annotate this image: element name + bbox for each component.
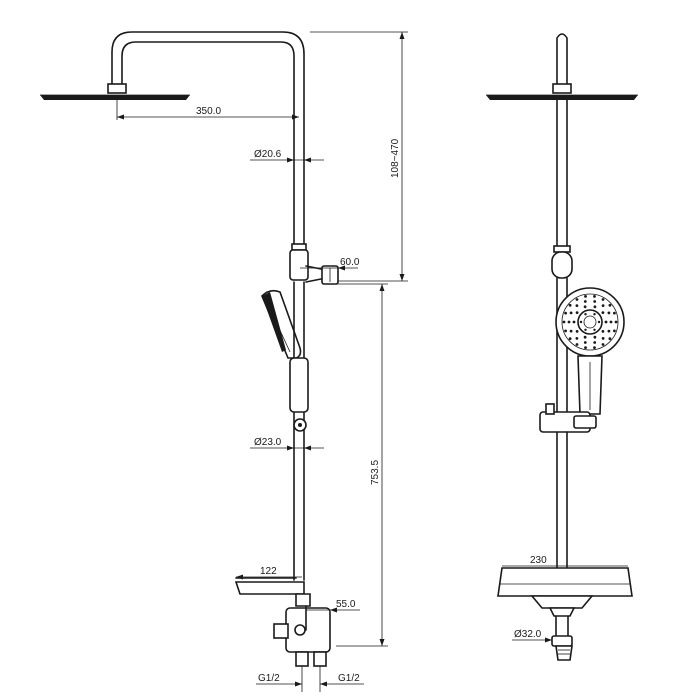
dim-label-inlet-right: G1/2: [338, 673, 360, 684]
dim-label-shelf-width: 230: [530, 555, 547, 566]
nozzle-dot: [569, 329, 573, 333]
nozzle-dot: [575, 311, 579, 314]
front-view: 230 Ø32.0: [486, 33, 638, 661]
dim-label-shelf-depth: 122: [260, 566, 277, 577]
dim-label-head-offset: 350.0: [196, 106, 221, 117]
dim-label-height-adjust: 108~470: [390, 138, 401, 178]
nozzle-dot: [607, 329, 611, 333]
nozzle-dot: [613, 329, 616, 333]
nozzle-dot: [568, 337, 572, 341]
nozzle-dot: [593, 335, 597, 339]
dim-label-pipe-lower: Ø23.0: [254, 437, 282, 448]
nozzle-dot: [614, 320, 618, 324]
nozzle-dot: [572, 320, 576, 324]
dim-label-spout-diameter: Ø32.0: [514, 629, 542, 640]
nozzle-dot: [575, 304, 579, 307]
dimension-height-adjust: 108~470: [310, 31, 408, 282]
nozzle-dot: [584, 346, 587, 349]
nozzle-dot: [579, 320, 583, 324]
nozzle-dot: [567, 320, 571, 324]
nozzle-dot: [583, 305, 587, 309]
nozzle-dot: [575, 330, 579, 333]
nozzle-dot: [583, 335, 587, 339]
nozzle-dot: [593, 328, 596, 331]
nozzle-dot: [593, 313, 596, 316]
dimension-spout-diameter: Ø32.0: [512, 629, 552, 643]
nozzle-dot: [593, 305, 597, 309]
nozzle-dot: [601, 311, 605, 314]
riser-pipe-lower: [289, 281, 309, 581]
overhead-arm: [111, 31, 305, 251]
nozzle-dot: [584, 328, 587, 331]
nozzle-dot: [564, 311, 567, 315]
nozzle-dot: [564, 329, 567, 333]
dimension-valve-projection: 55.0: [306, 599, 360, 613]
thermostatic-mixer-front: [530, 595, 594, 661]
dimension-pipe-upper: Ø20.6: [250, 149, 324, 163]
nozzle-ring: [562, 295, 618, 349]
dim-label-valve-projection: 55.0: [336, 599, 356, 610]
dim-label-slide-arm: 60.0: [340, 257, 360, 268]
nozzle-dot: [608, 303, 612, 307]
nozzle-dot: [593, 346, 596, 349]
dimension-pipe-length: 753.5: [336, 283, 388, 647]
nozzle-dot: [575, 298, 579, 301]
nozzle-dot: [583, 300, 587, 303]
nozzle-dot: [569, 311, 573, 315]
dim-label-pipe-length: 753.5: [370, 460, 381, 485]
nozzle-dot: [608, 337, 612, 341]
nozzle-dot: [601, 337, 605, 340]
hand-shower-side: [261, 289, 302, 359]
front-riser-pipe: [552, 33, 572, 247]
nozzle-dot: [597, 320, 601, 324]
dimension-shelf-depth: 122: [236, 566, 302, 580]
nozzle-dot: [575, 343, 579, 346]
nozzle-dot: [583, 341, 587, 344]
front-hand-shower-holder: [539, 403, 597, 581]
dim-label-inlet-left: G1/2: [258, 673, 280, 684]
nozzle-dot: [601, 330, 605, 333]
rain-shower-head-front: [486, 94, 638, 100]
nozzle-dot: [593, 300, 597, 303]
nozzle-dot: [607, 311, 611, 315]
thermostatic-mixer-side: [273, 605, 331, 667]
slide-bar-bracket: [289, 243, 339, 285]
nozzle-dot: [593, 295, 596, 298]
nozzle-dot: [604, 320, 608, 324]
dimension-inlets: G1/2 G1/2: [256, 666, 364, 692]
nozzle-dot: [601, 304, 605, 307]
shelf-side: [234, 577, 311, 607]
dimension-head-offset: 350.0: [116, 100, 299, 120]
nozzle-dot: [562, 320, 566, 324]
dimension-pipe-lower: Ø23.0: [250, 437, 324, 451]
rain-shower-head-side: [40, 83, 190, 100]
nozzle-dot: [601, 343, 605, 346]
side-view: 350.0 Ø20.6 108~470: [40, 31, 408, 692]
hand-shower-front: [555, 287, 625, 415]
nozzle-dot: [609, 320, 613, 324]
dimension-slide-arm: 60.0: [300, 257, 360, 271]
nozzle-dot: [601, 298, 605, 301]
nozzle-dot: [568, 303, 572, 307]
nozzle-dot: [593, 341, 597, 344]
dimension-shelf-width: 230: [502, 555, 628, 567]
nozzle-dot: [575, 337, 579, 340]
nozzle-dot: [584, 295, 587, 298]
shelf-front: [497, 567, 633, 597]
nozzle-dot: [613, 311, 616, 315]
nozzle-dot: [584, 313, 587, 316]
dim-label-pipe-upper: Ø20.6: [254, 149, 282, 160]
